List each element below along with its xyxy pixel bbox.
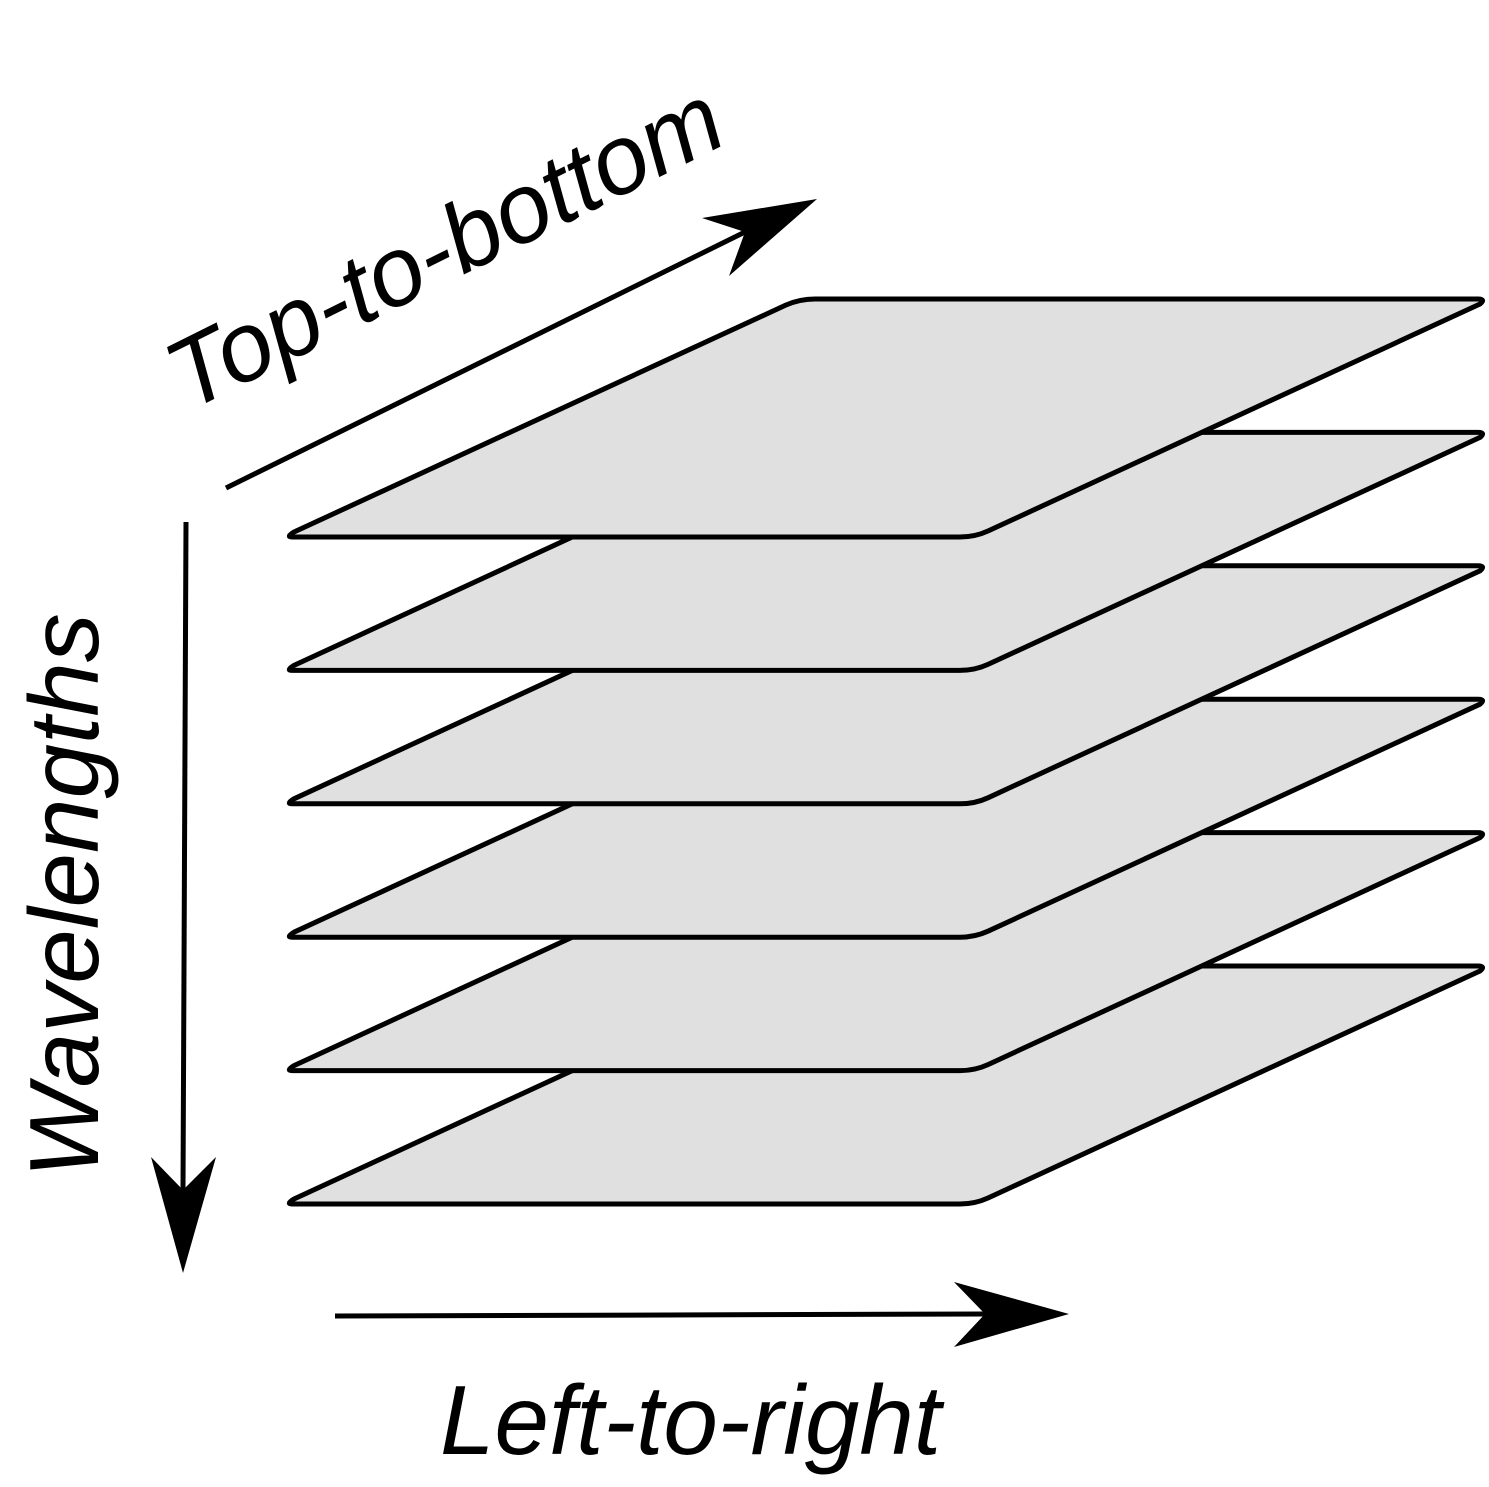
top-to-bottom-arrowhead-icon — [702, 199, 817, 276]
wavelengths-label: Wavelengths — [9, 613, 119, 1178]
left-to-right-arrowhead-icon — [954, 1282, 1069, 1347]
wavelengths-arrow — [151, 521, 216, 1273]
layer-4 — [286, 696, 1486, 940]
layer-stack — [286, 296, 1486, 1207]
top-to-bottom-arrow-shaft — [224, 229, 747, 491]
layer-6 — [286, 963, 1486, 1207]
layer-5 — [286, 830, 1486, 1074]
left-to-right-arrow — [334, 1282, 1069, 1347]
layer-2 — [286, 429, 1486, 673]
top-to-bottom-arrow — [224, 199, 817, 491]
left-to-right-arrow-shaft — [334, 1311, 986, 1319]
layer-3 — [286, 563, 1486, 807]
wavelengths-arrowhead-icon — [151, 1157, 216, 1273]
wavelengths-arrow-shaft — [180, 521, 189, 1191]
left-to-right-label: Left-to-right — [440, 1365, 945, 1475]
layer-1 — [286, 296, 1486, 540]
